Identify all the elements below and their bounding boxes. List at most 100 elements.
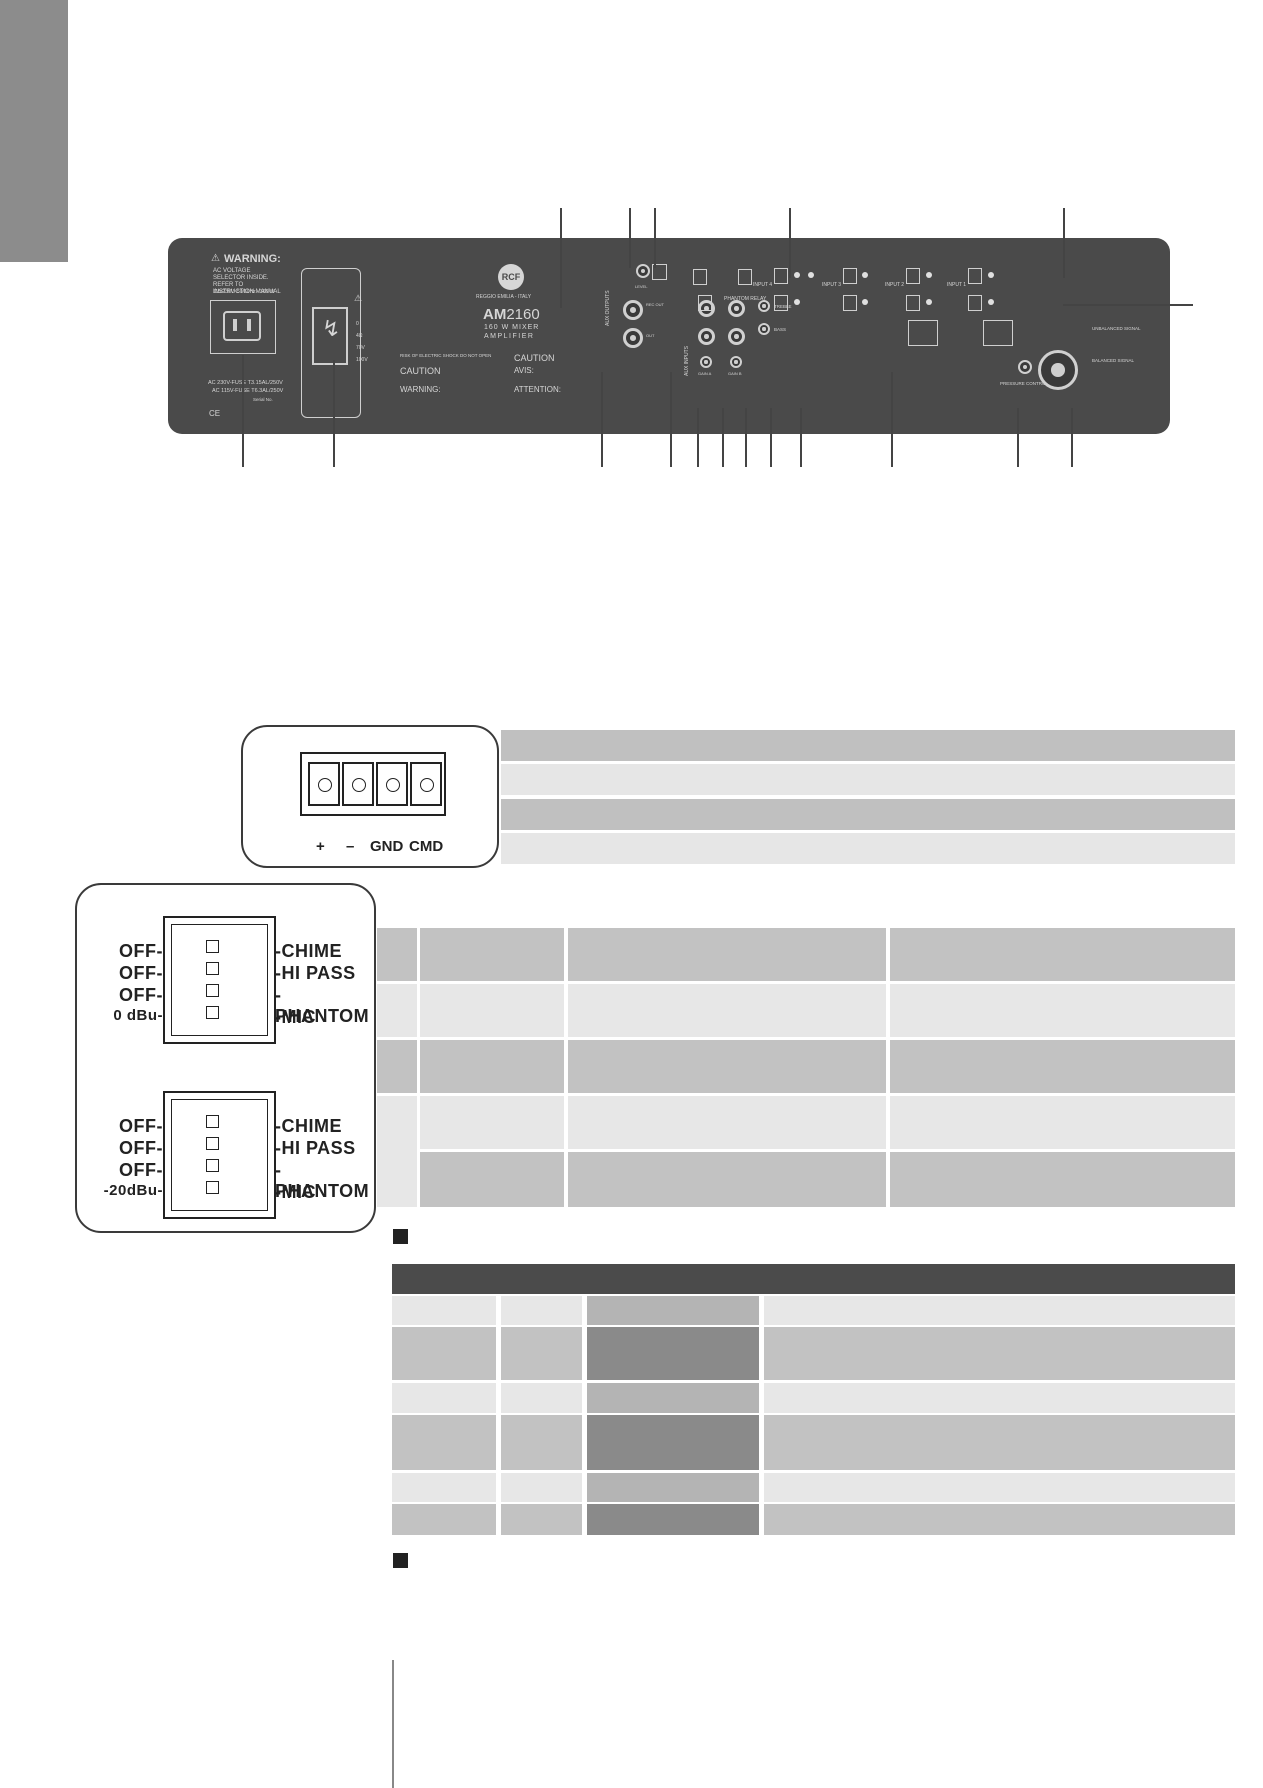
aux-outputs-label: AUX OUTPUTS: [605, 290, 611, 326]
aux-in-b-left: [728, 300, 745, 317]
dip1-right-3: -MIC: [275, 1007, 316, 1027]
treble-knob: [758, 300, 770, 312]
gain-b-knob: [730, 356, 742, 368]
callout-line: [333, 360, 335, 467]
fuse-230: AC 230V-FUSE T3.15AL/250V: [208, 380, 283, 386]
input2-terminal-top: [906, 268, 920, 284]
ce-mark: CE: [209, 409, 221, 418]
serial-label: Serial No.: [253, 397, 273, 402]
dip2-left-0: OFF-: [119, 1116, 163, 1136]
callout-line: [629, 208, 631, 268]
tap-0: 0: [356, 321, 359, 327]
dip-switch-0dbu: [163, 916, 276, 1044]
model-prefix: AM: [483, 306, 507, 323]
callout-line: [722, 408, 724, 467]
input2-label: INPUT 2: [885, 282, 905, 288]
pin-plus: [308, 762, 340, 806]
dip2-right-0: -CHIME: [275, 1116, 342, 1136]
gain-b-label: GAIN B: [728, 371, 742, 376]
input3-label: INPUT 3: [822, 282, 842, 288]
level-label: LEVEL: [635, 284, 648, 289]
fuse-115: AC 115V-FUSE T6.3AL/250V: [212, 388, 284, 394]
callout-line: [745, 408, 747, 467]
aux-in-a-right: [698, 328, 715, 345]
warning-en: WARNING:: [400, 385, 441, 394]
tap-4ohm: 4Ω: [356, 333, 363, 339]
dip2-right-2: -PHANTOM: [275, 1160, 370, 1201]
phantom-relay-label: PHANTOM RELAY: [724, 296, 767, 302]
caution-en: CAUTION: [400, 366, 441, 376]
callout-line: [1071, 408, 1073, 467]
aux-in-b-right: [728, 328, 745, 345]
gain-a-label: GAIN A: [698, 371, 712, 376]
connector-diagram: + – GND CMD: [241, 725, 499, 868]
note-bullet: [393, 1553, 408, 1568]
input4-label: INPUT 4: [753, 282, 773, 288]
warning-icon: ⚠: [211, 253, 220, 264]
callout-line: [1017, 408, 1019, 467]
margin-rule: [392, 1660, 394, 1788]
callout-line: [697, 408, 699, 467]
input2-terminal-bottom: [906, 295, 920, 311]
bass-label: BASS: [774, 327, 787, 332]
aux-out-jack: [623, 328, 643, 348]
dip2-left-3: -20dBu-: [103, 1182, 163, 1199]
caution-fr: CAUTION: [514, 353, 555, 363]
callout-line: [242, 355, 244, 467]
pressure-label: PRESSURE CONTROL: [1000, 381, 1049, 386]
out-label: OUT: [646, 333, 655, 338]
input4-terminal-bottom: [774, 295, 788, 311]
aux-in-a-left: [698, 300, 715, 317]
callout-line: [1063, 208, 1065, 278]
callout-line: [1063, 304, 1193, 306]
callout-line: [670, 372, 672, 467]
attention: ATTENTION:: [514, 385, 561, 394]
input1-label: INPUT 1: [947, 282, 967, 288]
dip1-right-2: -PHANTOM: [275, 985, 370, 1026]
bass-knob: [758, 323, 770, 335]
callout-line: [789, 208, 791, 278]
rec-out-label: REC OUT: [646, 302, 664, 307]
emergency-terminal-a: [693, 269, 707, 285]
emergency-terminal-b: [738, 269, 752, 285]
dip1-right-0: -CHIME: [275, 941, 342, 961]
dip-switch-diagram: OFF- OFF- OFF- 0 dBu- -CHIME -HI PASS -P…: [75, 883, 376, 1233]
rj45-port-a: [908, 320, 938, 346]
gain-a-knob: [700, 356, 712, 368]
avis: AVIS:: [514, 366, 534, 375]
output-taps: 0 4Ω 70V 100V: [356, 318, 368, 366]
label-cmd: CMD: [409, 838, 444, 855]
input3-terminal-top: [843, 268, 857, 284]
connector-table-row: [501, 833, 1235, 864]
rear-panel-illustration: ⚠ WARNING: AC VOLTAGE SELECTOR INSIDE. R…: [168, 238, 1170, 434]
section-tab: [0, 0, 68, 262]
dip-switch-minus20dbu: [163, 1091, 276, 1219]
dip1-left-0: OFF-: [119, 941, 163, 961]
dip1-left-2: OFF-: [119, 985, 163, 1005]
mains-rating: 115/230V~50/60Hz - 360 W: [213, 289, 275, 295]
input3-terminal-bottom: [843, 295, 857, 311]
callout-line: [800, 408, 802, 467]
risk-shock: RISK OF ELECTRIC SHOCK DO NOT OPEN: [400, 353, 492, 358]
dip2-right-1: -HI PASS: [275, 1138, 356, 1158]
xlr-label-1: UNBALANCED SIGNAL: [1092, 326, 1141, 331]
callout-line: [891, 372, 893, 467]
pressure-knob: [1018, 360, 1032, 374]
dip2-left-1: OFF-: [119, 1138, 163, 1158]
label-gnd: GND: [370, 838, 404, 855]
connector-table-row: [501, 799, 1235, 830]
aux-inputs-label: AUX INPUTS: [684, 345, 690, 376]
rcf-logo: RCF: [498, 264, 524, 290]
taps-warning-icon: ⚠: [354, 293, 363, 303]
warning-text: AC VOLTAGE SELECTOR INSIDE. REFER TO INS…: [213, 268, 281, 295]
table-header: [392, 1264, 1235, 1294]
terminal-block: [300, 752, 446, 816]
xlr-label-2: BALANCED SIGNAL: [1092, 358, 1135, 363]
level-knob: [636, 264, 650, 278]
connector-table-row: [501, 764, 1235, 795]
xlr-input: [1038, 350, 1078, 390]
input1-terminal-bottom: [968, 295, 982, 311]
input4-terminal-top: [774, 268, 788, 284]
priority-terminal: [652, 264, 667, 280]
dip2-right-3: -MIC: [275, 1182, 316, 1202]
